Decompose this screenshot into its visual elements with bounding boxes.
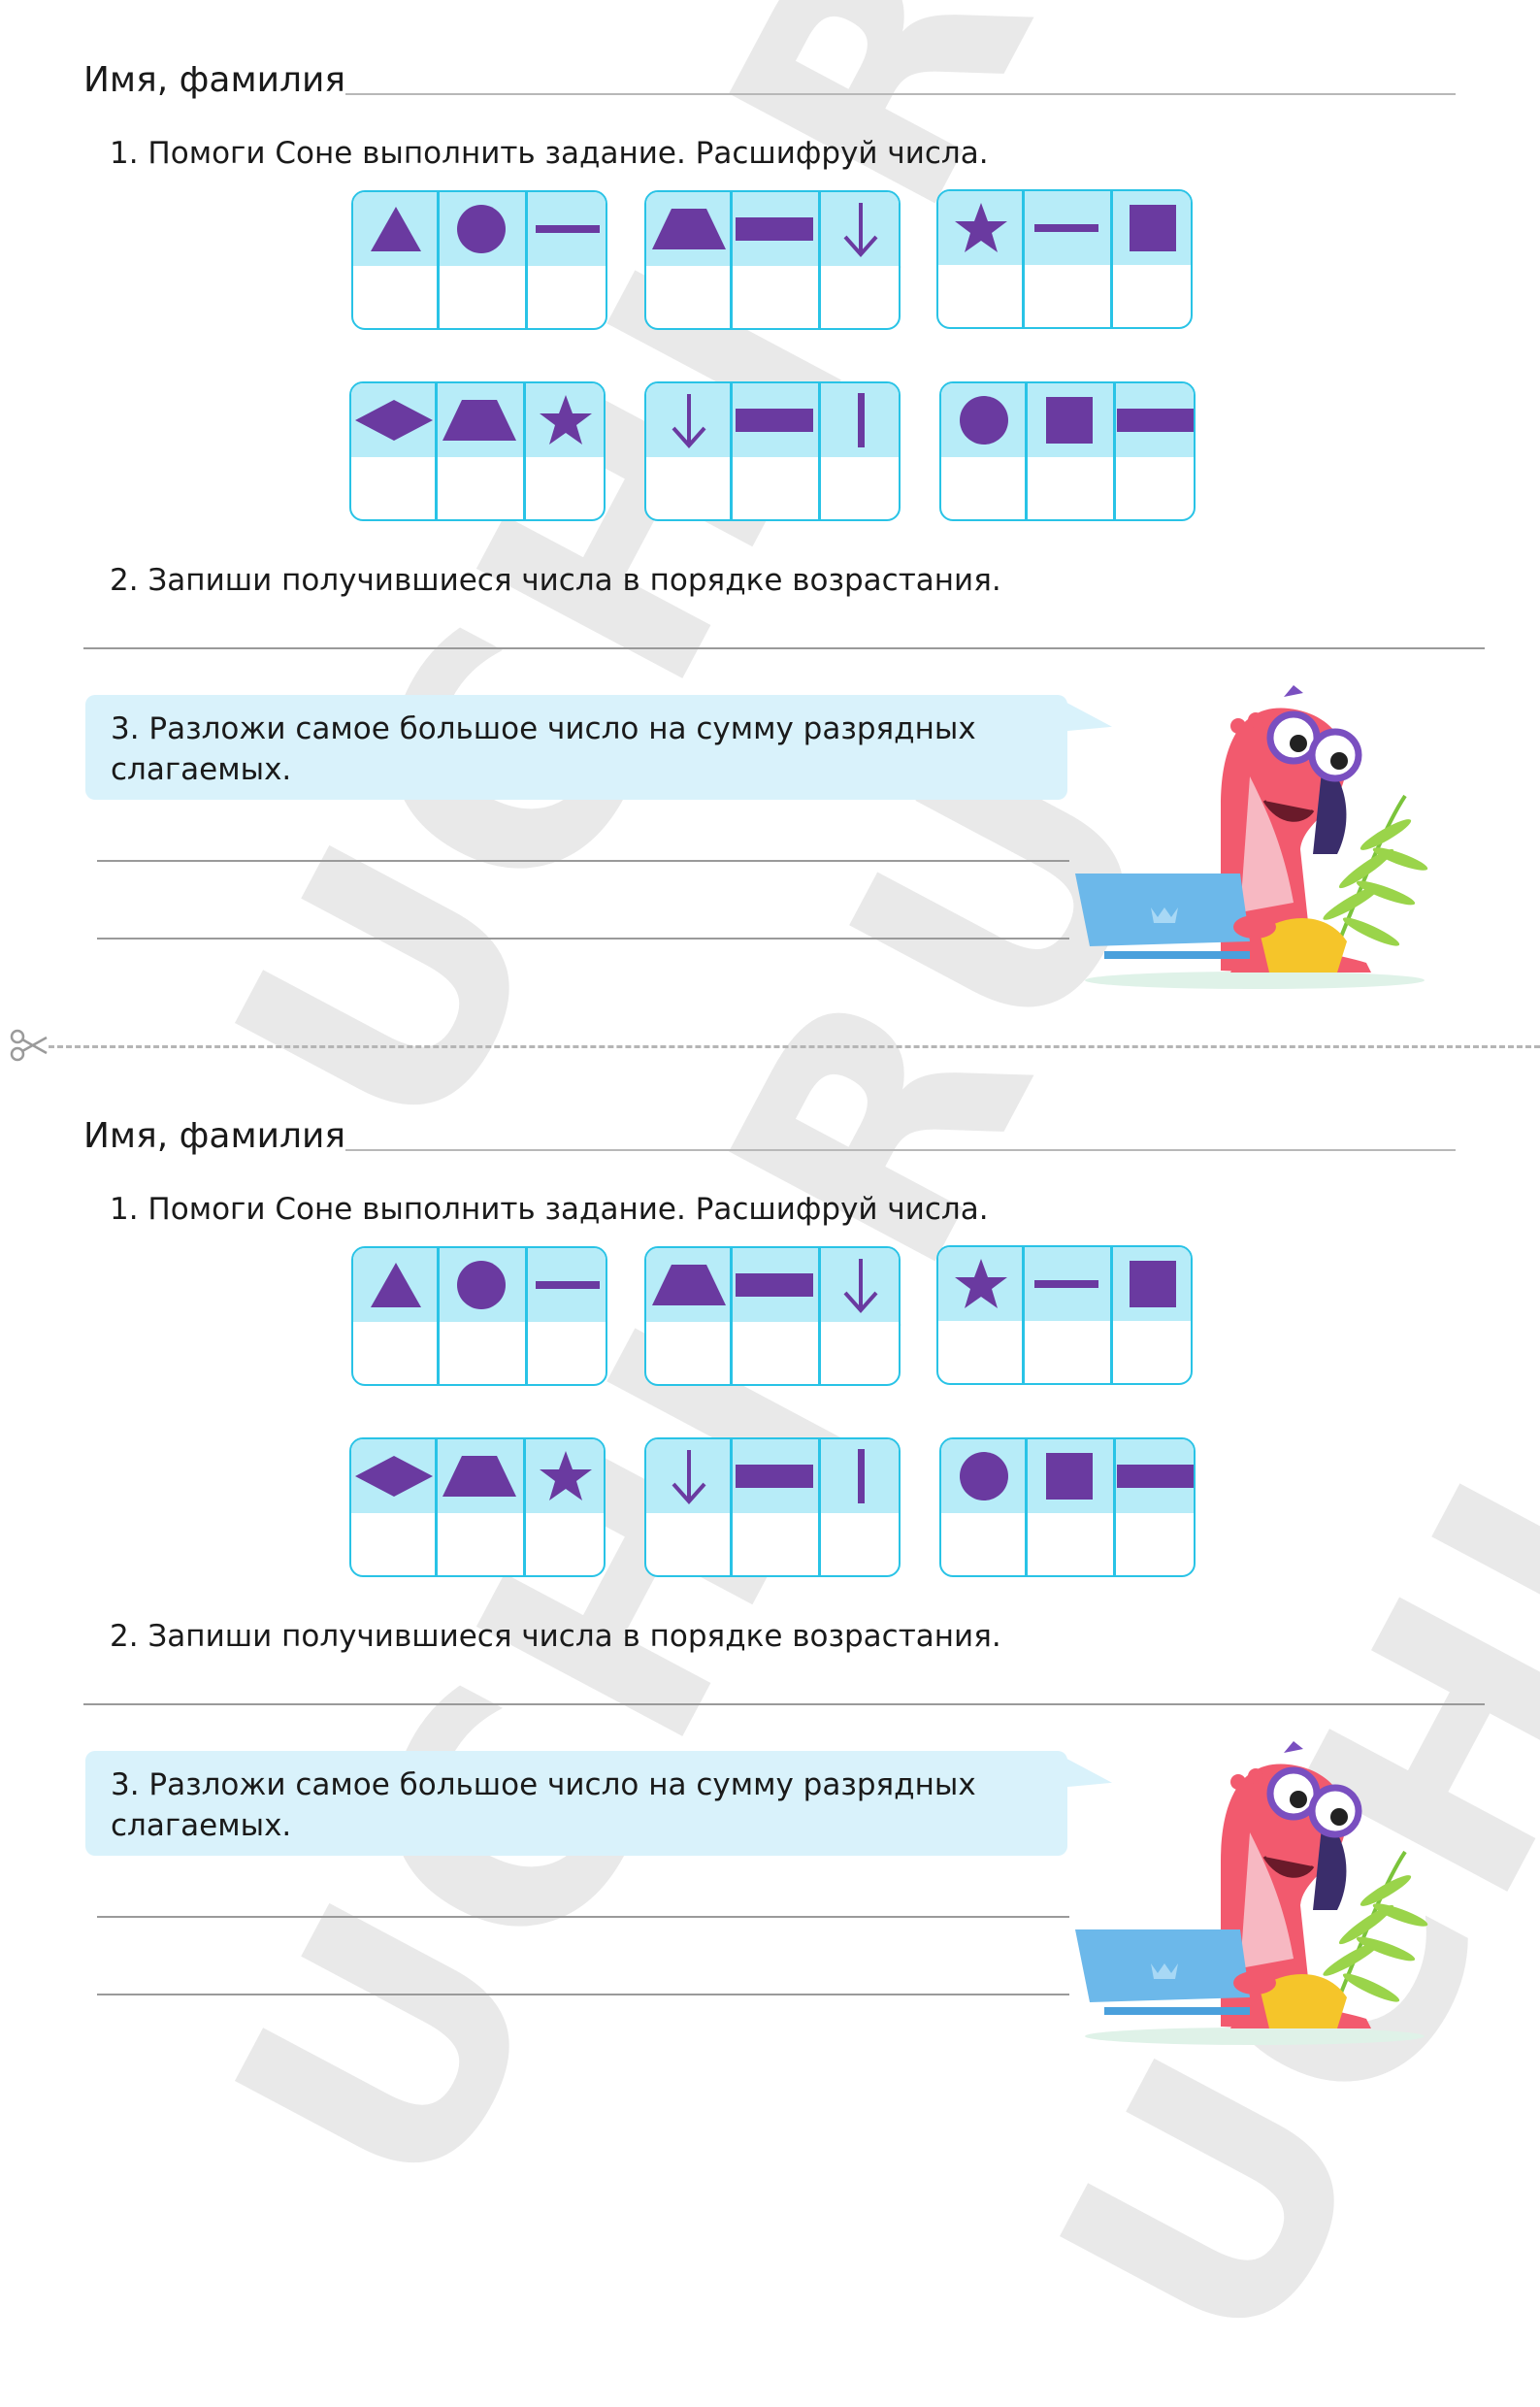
scissors-icon	[10, 1029, 48, 1062]
code-card	[644, 1437, 901, 1577]
worksheet-top: Имя, фамилия 1. Помоги Соне выполнить зад…	[0, 0, 1540, 1029]
thick-bar-icon	[732, 1248, 817, 1322]
thick-bar-icon	[1113, 383, 1194, 457]
task-2-text: 2. Запиши получившиеся числа в порядке в…	[110, 1619, 1001, 1654]
square-icon	[1027, 383, 1112, 457]
answer-line-task-2[interactable]	[83, 1703, 1485, 1705]
answer-line-task-3[interactable]	[97, 938, 1069, 940]
task-2-text: 2. Запиши получившиеся числа в порядке в…	[110, 563, 1001, 598]
answer-line-task-3[interactable]	[97, 1994, 1069, 1995]
trapezoid-icon	[437, 1439, 522, 1513]
task-3-text-line-2: слагаемых.	[111, 1808, 292, 1843]
thin-dash-icon	[1024, 191, 1109, 265]
name-input-line[interactable]	[345, 1149, 1456, 1151]
trapezoid-icon	[646, 192, 732, 266]
task-3-speech-bubble: 3. Разложи самое большое число на сумму …	[85, 695, 1067, 800]
circle-icon	[439, 1248, 524, 1322]
down-arrow-icon	[818, 1248, 899, 1322]
triangle-icon	[353, 192, 439, 266]
code-card	[936, 1245, 1193, 1385]
square-icon	[1027, 1439, 1112, 1513]
task-3-text-line-1: 3. Разложи самое большое число на сумму …	[111, 1767, 976, 1802]
answer-line-task-3[interactable]	[97, 1916, 1069, 1918]
square-icon	[1110, 1247, 1191, 1321]
dinosaur-illustration	[1075, 685, 1428, 989]
star-icon	[523, 383, 604, 457]
thick-bar-icon	[1113, 1439, 1194, 1513]
circle-icon	[941, 1439, 1027, 1513]
code-card	[351, 1246, 607, 1386]
star-icon	[938, 191, 1024, 265]
vertical-line-icon	[818, 1439, 899, 1513]
thin-dash-icon	[525, 1248, 606, 1322]
code-card	[351, 190, 607, 330]
worksheet-bottom: Имя, фамилия 1. Помоги Соне выполнить зад…	[0, 1056, 1540, 2085]
code-card	[644, 1246, 901, 1386]
answer-line-task-2[interactable]	[83, 647, 1485, 649]
thin-dash-icon	[525, 192, 606, 266]
triangle-icon	[353, 1248, 439, 1322]
thick-bar-icon	[732, 192, 817, 266]
code-card	[939, 381, 1196, 521]
task-3-text-line-2: слагаемых.	[111, 752, 292, 787]
trapezoid-icon	[437, 383, 522, 457]
thick-bar-icon	[732, 383, 817, 457]
circle-icon	[439, 192, 524, 266]
down-arrow-icon	[646, 383, 732, 457]
star-icon	[938, 1247, 1024, 1321]
thin-dash-icon	[1024, 1247, 1109, 1321]
dinosaur-illustration	[1075, 1741, 1428, 2045]
task-1-text: 1. Помоги Соне выполнить задание. Расшиф…	[110, 136, 989, 171]
code-card	[644, 190, 901, 330]
task-3-text-line-1: 3. Разложи самое большое число на сумму …	[111, 711, 976, 746]
code-card	[936, 189, 1193, 329]
task-3-speech-bubble: 3. Разложи самое большое число на сумму …	[85, 1751, 1067, 1856]
code-card	[349, 1437, 606, 1577]
trapezoid-icon	[646, 1248, 732, 1322]
name-input-line[interactable]	[345, 93, 1456, 95]
down-arrow-icon	[646, 1439, 732, 1513]
vertical-line-icon	[818, 383, 899, 457]
diamond-icon	[351, 383, 437, 457]
code-card	[349, 381, 606, 521]
task-1-text: 1. Помоги Соне выполнить задание. Расшиф…	[110, 1192, 989, 1227]
circle-icon	[941, 383, 1027, 457]
square-icon	[1110, 191, 1191, 265]
thick-bar-icon	[732, 1439, 817, 1513]
code-card	[939, 1437, 1196, 1577]
cut-line	[49, 1045, 1540, 1048]
diamond-icon	[351, 1439, 437, 1513]
down-arrow-icon	[818, 192, 899, 266]
answer-line-task-3[interactable]	[97, 860, 1069, 862]
star-icon	[523, 1439, 604, 1513]
name-label: Имя, фамилия	[83, 60, 346, 100]
code-card	[644, 381, 901, 521]
name-label: Имя, фамилия	[83, 1116, 346, 1156]
